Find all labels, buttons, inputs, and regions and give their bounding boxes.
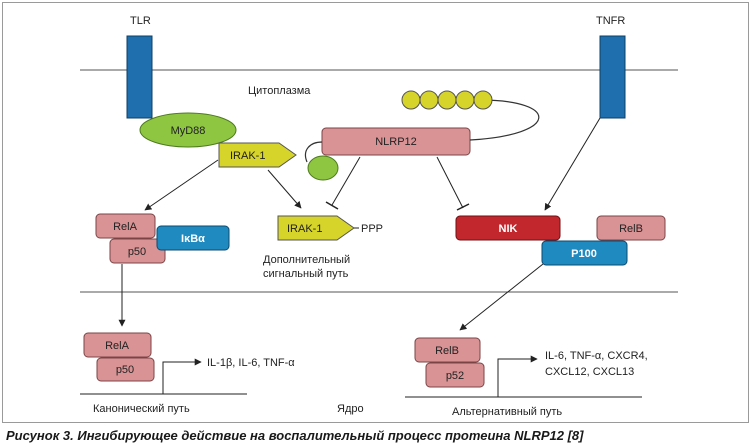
p100-box [541,240,628,266]
myd88-ellipse [139,112,237,148]
pyd-domain [307,155,339,181]
relb-cyto-box [596,215,666,241]
nlrp12-label: NLRP12 [375,136,417,148]
nik-label: NIK [499,223,518,235]
figure-caption: Рисунок 3. Ингибирующее действие на восп… [6,428,584,443]
canonical-path-label: Канонический путь [93,403,190,415]
p50-cyto-label: p50 [128,246,146,258]
inhibit-bar-irak1 [325,201,339,210]
irak1-top-shape [218,142,297,168]
lrr-beads [401,90,493,110]
genes-alt-line1: IL-6, TNF-α, CXCR4, [545,350,648,362]
inhibit-bar-nik [456,203,470,211]
p50-nuc-label: p50 [116,364,134,376]
arrow-myd88-to-rela [144,159,219,211]
tx-arrow-alternative [497,355,538,397]
ppp-label: PPP [361,223,383,235]
rela-nuc-box [83,332,152,358]
relb-nuc-box [414,337,481,363]
nucleus-label: Ядро [337,403,364,415]
myd88-label: MyD88 [171,125,206,137]
inhibit-nlrp12-irak1 [331,156,361,206]
rela-nuc-label: RelA [105,340,130,352]
tlr-label: TLR [130,15,151,27]
arrow-p100-to-nucleus [459,263,544,331]
tlr-receptor [126,35,153,119]
ikba-box [156,225,230,251]
irak1-mid-label: IRAK-1 [287,223,322,235]
p100-label: P100 [571,248,597,260]
rela-cyto-box [95,213,156,239]
tnfr-label: TNFR [596,15,625,27]
p50-nuc-box [96,357,155,382]
arrow-irak1-to-irak1 [267,169,302,209]
nlrp12-tail [469,99,540,141]
p50-cyto-box [109,238,166,264]
tx-arrow-canonical [162,358,202,394]
genes-canonical: IL-1β, IL-6, TNF-α [207,357,295,369]
alternative-path-label: Альтернативный путь [452,406,562,418]
arrow-tnfr-to-nik [544,117,601,211]
p52-nuc-box [425,362,485,388]
nik-box [455,215,561,241]
p52-nuc-label: p52 [446,370,464,382]
nlrp12-link [304,141,323,163]
tnfr-receptor [599,35,626,119]
cytoplasm-label: Цитоплазма [248,85,311,97]
ikba-label: IκBα [181,233,205,245]
relb-cyto-label: RelB [619,223,643,235]
irak1-mid-shape [277,215,355,241]
irak1-top-label: IRAK-1 [230,150,265,162]
relb-nuc-label: RelB [435,345,459,357]
figure-frame [2,2,749,423]
inhibit-nlrp12-nik [436,156,464,209]
genes-alt-line2: CXCL12, CXCL13 [545,366,634,378]
rela-cyto-label: RelA [113,221,138,233]
additional-path-line2: сигнальный путь [263,268,349,280]
additional-path-line1: Дополнительный [263,254,350,266]
